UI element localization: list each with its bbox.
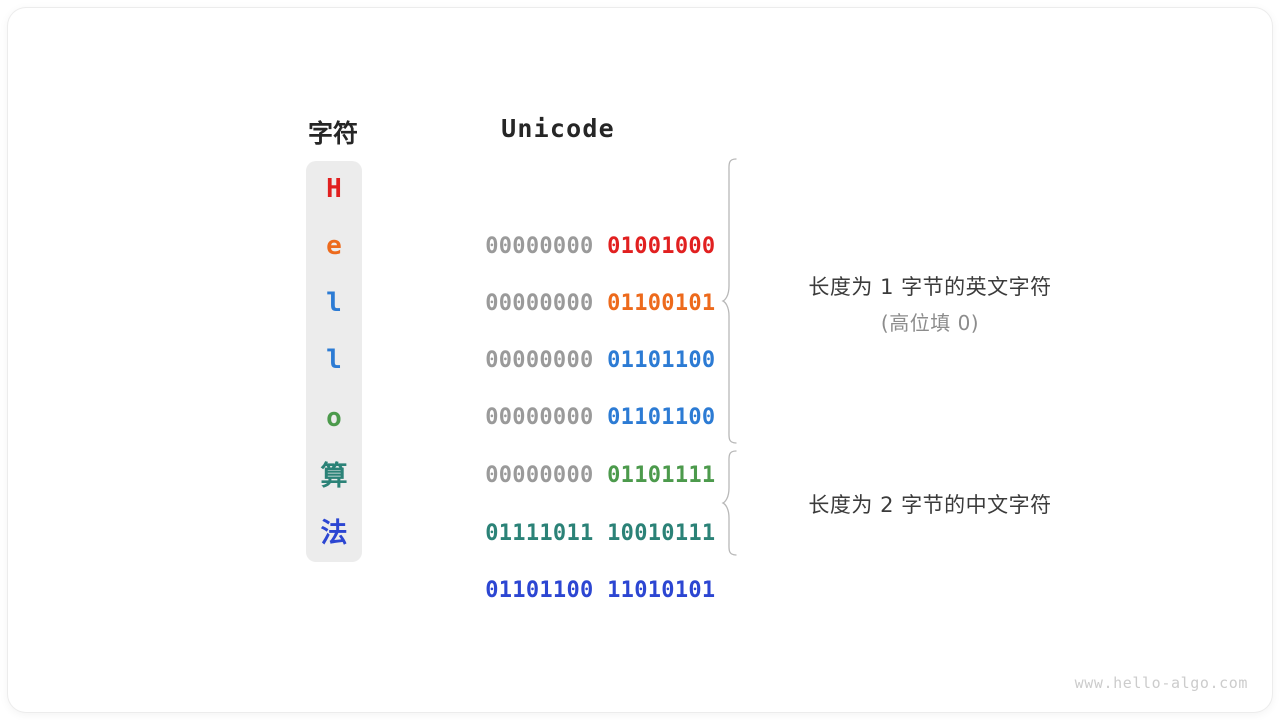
unicode-row-6: 01101100 11010101 <box>431 505 715 603</box>
high-byte-5: 01111011 <box>485 521 594 546</box>
unicode-row-3: 00000000 01101100 <box>431 332 715 430</box>
high-byte-6: 01101100 <box>485 578 594 603</box>
annotation-one-byte-main: 长度为 1 字节的英文字符 <box>808 275 1052 299</box>
low-byte-4: 01101111 <box>607 463 716 488</box>
unicode-row-1: 00000000 01100101 <box>431 218 715 316</box>
unicode-row-4: 00000000 01101111 <box>431 390 715 488</box>
character-cell-0: H <box>326 174 342 204</box>
unicode-row-2: 00000000 01101100 <box>431 275 715 373</box>
high-byte-1: 00000000 <box>485 291 594 316</box>
low-byte-3: 01101100 <box>607 405 716 430</box>
character-cell-1: e <box>326 231 342 261</box>
watermark-url: www.hello-algo.com <box>1074 674 1248 692</box>
column-header-character: 字符 <box>307 120 358 148</box>
high-byte-2: 00000000 <box>485 348 594 373</box>
character-column-background <box>306 161 362 562</box>
unicode-row-5: 01111011 10010111 <box>431 448 715 546</box>
annotation-one-byte-sub: (高位填 0) <box>880 311 980 335</box>
low-byte-6: 11010101 <box>607 578 716 603</box>
high-byte-0: 00000000 <box>485 234 594 259</box>
low-byte-0: 01001000 <box>607 234 716 259</box>
low-byte-1: 01100101 <box>607 291 716 316</box>
annotation-two-byte-main: 长度为 2 字节的中文字符 <box>808 493 1052 517</box>
brace-two-byte <box>721 450 748 556</box>
low-byte-5: 10010111 <box>607 521 716 546</box>
character-cell-6: 法 <box>320 518 348 549</box>
brace-one-byte <box>721 158 748 444</box>
column-header-unicode: Unicode <box>501 114 615 143</box>
character-cell-2: l <box>326 288 342 318</box>
unicode-row-0: 00000000 01001000 <box>431 161 715 259</box>
low-byte-2: 01101100 <box>607 348 716 373</box>
character-cell-3: l <box>326 345 342 375</box>
figure-card <box>8 8 1272 712</box>
character-cell-4: o <box>326 403 342 433</box>
high-byte-3: 00000000 <box>485 405 594 430</box>
high-byte-4: 00000000 <box>485 463 594 488</box>
character-cell-5: 算 <box>320 461 348 492</box>
